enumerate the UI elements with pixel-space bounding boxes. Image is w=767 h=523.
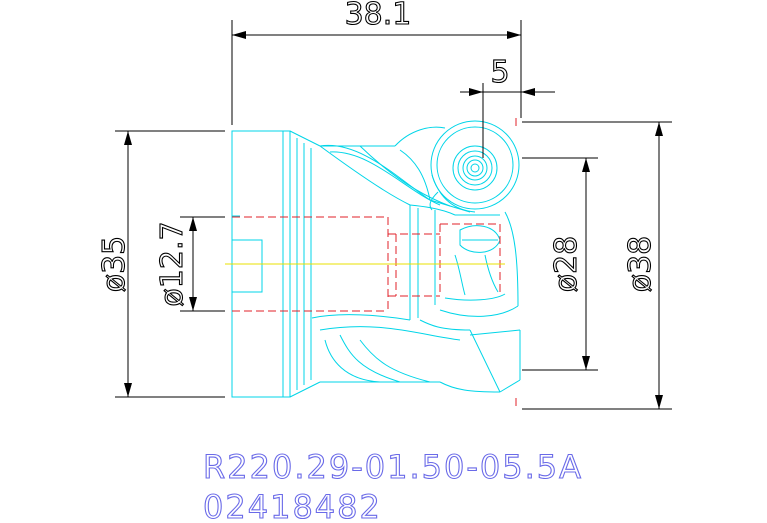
order-code: 02418482 bbox=[203, 488, 382, 523]
bore-diameter-label: ø12.7 bbox=[155, 221, 190, 306]
overall-length-label: 38.1 bbox=[345, 0, 412, 32]
offset-label: 5 bbox=[490, 55, 509, 90]
dimension-lines bbox=[115, 20, 672, 410]
tool-outline bbox=[231, 120, 521, 398]
part-number: R220.29-01.50-05.5A bbox=[203, 448, 583, 486]
dimension-arrows bbox=[124, 31, 663, 409]
inner-diameter-label: ø28 bbox=[549, 236, 584, 293]
body-diameter-label: ø35 bbox=[97, 236, 132, 293]
cutting-diameter-label: ø38 bbox=[623, 236, 658, 293]
hidden-bore-lines bbox=[232, 118, 517, 410]
